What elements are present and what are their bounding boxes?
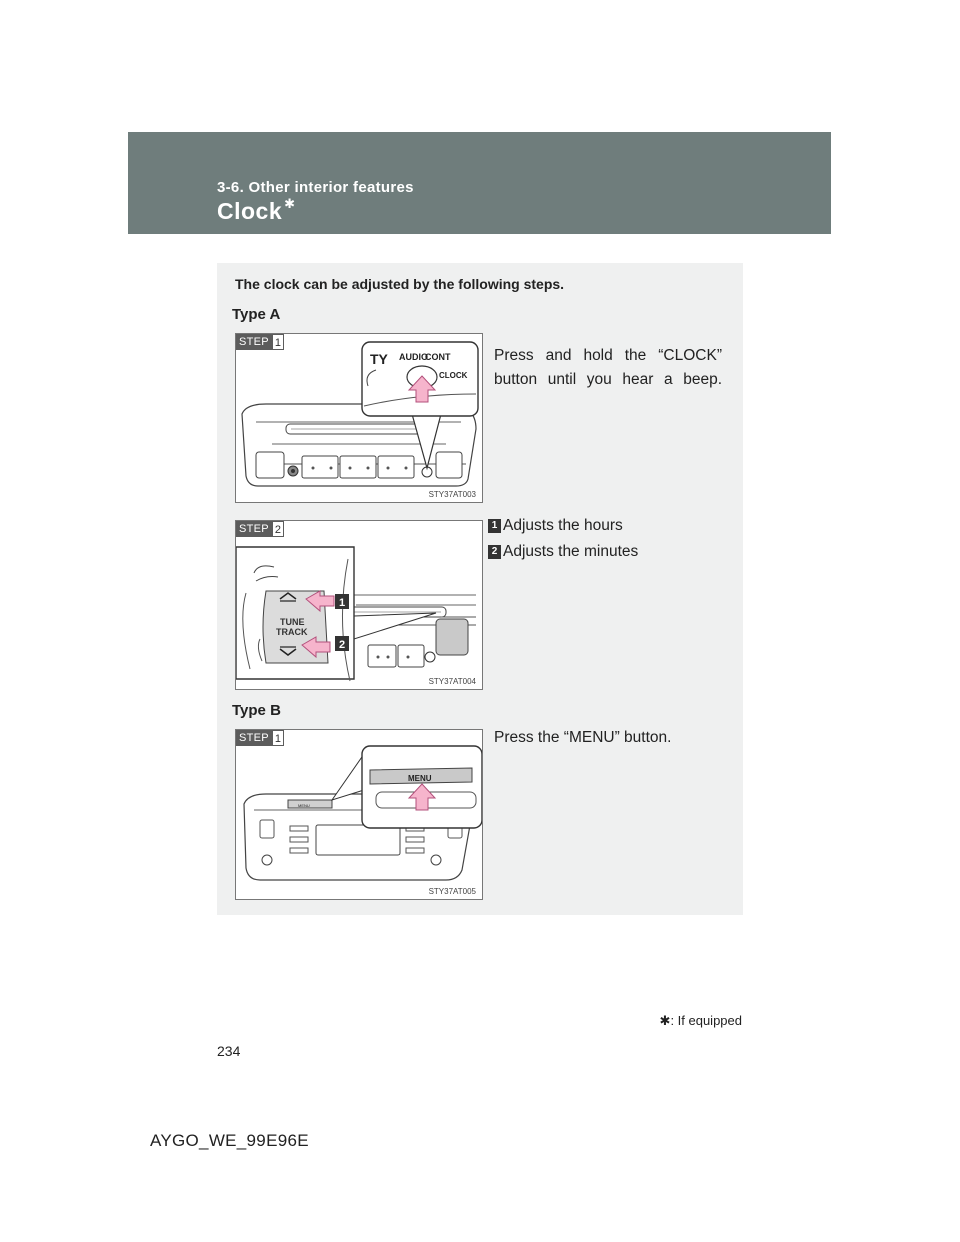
small-menu-label: MENU	[298, 803, 310, 808]
legend-item-hours: 1 Adjusts the hours	[488, 517, 623, 535]
callout-2: 2	[339, 639, 345, 651]
figure-code: STY37AT004	[428, 677, 476, 686]
tune-track-illustration: TUNE TRACK 1 2	[236, 546, 476, 682]
hours-arrow-icon	[305, 590, 335, 613]
menu-label: MENU	[408, 774, 432, 783]
legend-text: Adjusts the minutes	[503, 543, 639, 560]
brand-label: TY	[370, 351, 389, 367]
legend-text: Adjusts the hours	[503, 517, 623, 534]
page-number: 234	[217, 1043, 241, 1059]
figure-type-a-step1: STEP 1 TY AUDIO CONT	[235, 333, 483, 503]
cont-label: CONT	[425, 352, 451, 362]
footnote: ✱: If equipped	[660, 1013, 742, 1029]
step-badge-word: STEP	[236, 521, 272, 537]
type-b-step1-description: Press the “MENU” button.	[494, 729, 672, 746]
step-badge-number: 2	[271, 521, 284, 537]
callout-2-box	[335, 636, 349, 651]
step1-description: Press and hold the “CLOCK” button until …	[494, 347, 722, 388]
page-title: Clock✱	[217, 196, 296, 225]
legend-number: 1	[488, 519, 501, 533]
legend-number: 2	[488, 545, 501, 559]
figure-type-b-step1: STEP 1 MENU MENU STY37AT005	[235, 729, 483, 900]
radio-menu-illustration: MENU MENU	[243, 745, 482, 881]
radio-clock-illustration: TY AUDIO CONT CLOCK	[241, 341, 479, 487]
callout-1-box	[335, 594, 349, 609]
step-badge-word: STEP	[236, 334, 272, 350]
step-badge-number: 1	[271, 334, 284, 350]
step-badge: STEP 1	[236, 730, 284, 746]
step-badge: STEP 1	[236, 334, 284, 350]
figure-code: STY37AT005	[428, 887, 476, 896]
equipped-marker-icon: ✱	[284, 196, 296, 211]
page-title-text: Clock	[217, 198, 283, 224]
press-arrow-icon	[407, 375, 437, 403]
section-label: 3-6. Other interior features	[217, 179, 414, 196]
press-arrow-icon	[407, 783, 437, 811]
footnote-text: : If equipped	[670, 1013, 742, 1028]
figure-code: STY37AT003	[428, 490, 476, 499]
track-label: TRACK	[276, 627, 308, 637]
legend-item-minutes: 2 Adjusts the minutes	[488, 543, 638, 561]
header-band	[128, 132, 831, 234]
tune-label: TUNE	[280, 617, 305, 627]
step-badge: STEP 2	[236, 521, 284, 537]
figure-type-a-step2: STEP 2 TUNE TRACK	[235, 520, 483, 690]
asterisk-icon: ✱	[659, 1013, 671, 1028]
type-b-heading: Type B	[232, 702, 281, 719]
audio-label: AUDIO	[399, 352, 428, 362]
document-code: AYGO_WE_99E96E	[150, 1131, 309, 1150]
minutes-arrow-icon	[301, 636, 331, 659]
step-badge-number: 1	[271, 730, 284, 746]
clock-label: CLOCK	[439, 371, 468, 380]
intro-text: The clock can be adjusted by the followi…	[235, 276, 565, 292]
step-badge-word: STEP	[236, 730, 272, 746]
callout-1: 1	[339, 597, 345, 609]
type-a-heading: Type A	[232, 306, 281, 323]
